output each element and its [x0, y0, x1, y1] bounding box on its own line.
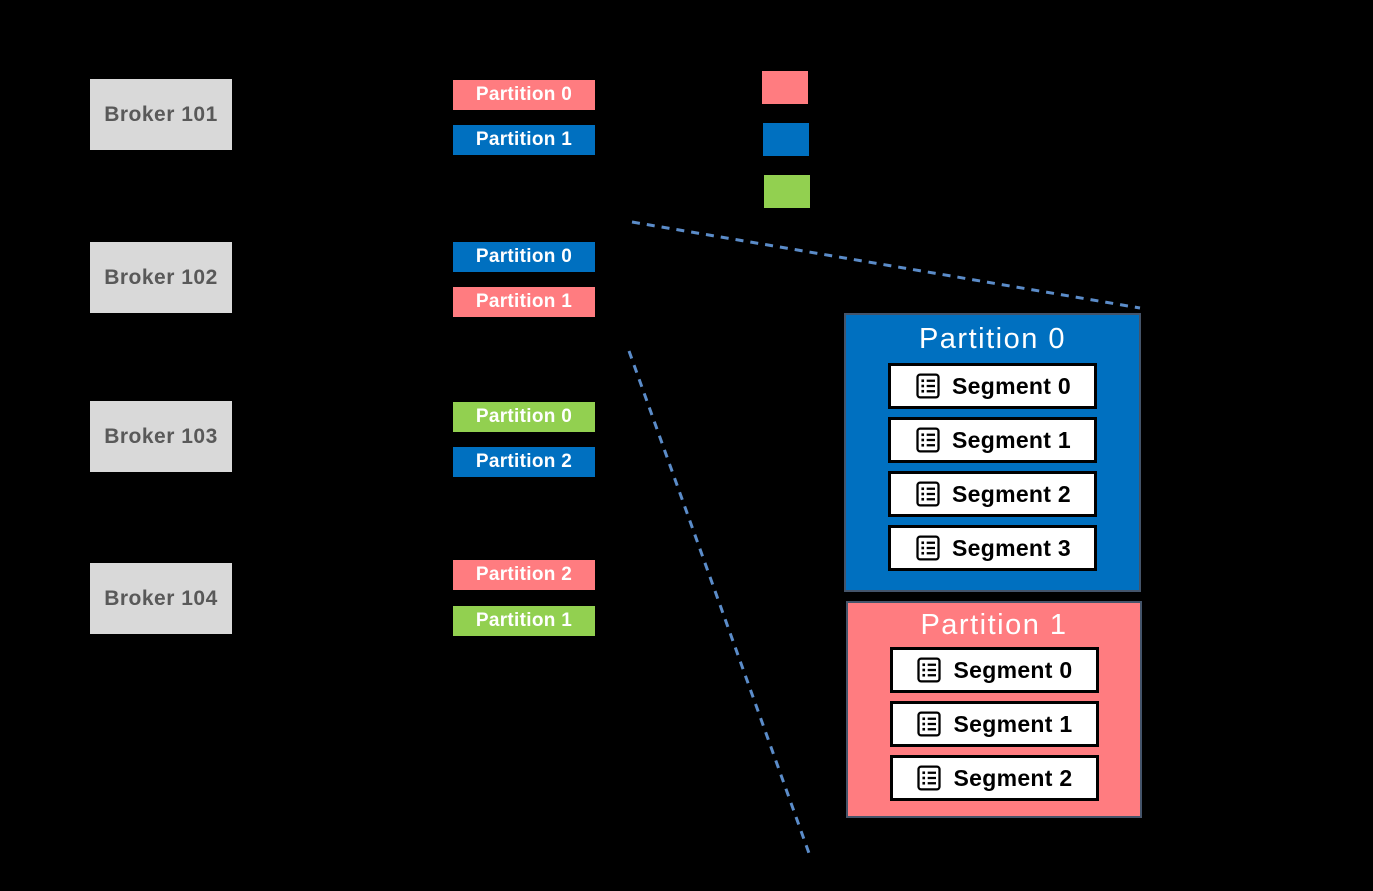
list-icon [916, 481, 940, 507]
partition-chip: Partition 2 [453, 447, 595, 477]
list-icon [916, 535, 940, 561]
segment-label: Segment 0 [951, 372, 1071, 399]
segment-label: Segment 1 [953, 710, 1073, 737]
partition-chip: Partition 0 [453, 80, 595, 110]
callout-line-bottom [627, 350, 812, 857]
segment-list: Segment 0 Segment 1 Segment 2 [848, 647, 1140, 801]
partition-chip: Partition 2 [453, 560, 595, 590]
legend-swatch-pink [762, 71, 808, 104]
segment-label: Segment 1 [951, 426, 1071, 453]
list-icon [917, 657, 942, 683]
partition-chip: Partition 1 [453, 606, 595, 636]
segment-row: Segment 1 [889, 701, 1099, 747]
list-icon [917, 765, 942, 791]
list-icon [916, 373, 940, 399]
broker-label: Broker 104 [104, 586, 218, 610]
broker-label: Broker 103 [104, 424, 218, 448]
segment-row: Segment 1 [888, 417, 1097, 463]
broker-box-104: Broker 104 [90, 563, 232, 634]
partition-chip: Partition 1 [453, 287, 595, 317]
callout-line-top [631, 220, 1141, 310]
legend-swatch-green [764, 175, 810, 208]
segment-list: Segment 0 Segment 1 Segment 2 [846, 363, 1139, 571]
segment-label: Segment 2 [953, 764, 1073, 791]
list-icon [917, 711, 942, 737]
segment-row: Segment 2 [888, 471, 1097, 517]
broker-box-101: Broker 101 [90, 79, 232, 150]
segment-label: Segment 0 [953, 656, 1073, 683]
detail-panel-partition-0: Partition 0 Segment 0 Segment 1 [844, 313, 1141, 592]
broker-label: Broker 102 [104, 265, 218, 289]
detail-panel-partition-1: Partition 1 Segment 0 Segment 1 [846, 601, 1142, 818]
segment-label: Segment 2 [951, 480, 1071, 507]
segment-row: Segment 0 [889, 647, 1099, 693]
segment-label: Segment 3 [951, 534, 1071, 561]
partition-chip: Partition 0 [453, 242, 595, 272]
list-icon [916, 427, 940, 453]
legend-swatch-blue [763, 123, 809, 156]
segment-row: Segment 2 [889, 755, 1099, 801]
panel-title: Partition 1 [920, 608, 1068, 641]
partition-chip: Partition 0 [453, 402, 595, 432]
segment-row: Segment 3 [888, 525, 1097, 571]
broker-label: Broker 101 [104, 102, 218, 126]
segment-row: Segment 0 [888, 363, 1097, 409]
panel-title: Partition 0 [918, 322, 1067, 355]
partition-chip: Partition 1 [453, 125, 595, 155]
broker-box-102: Broker 102 [90, 242, 232, 313]
broker-box-103: Broker 103 [90, 401, 232, 472]
